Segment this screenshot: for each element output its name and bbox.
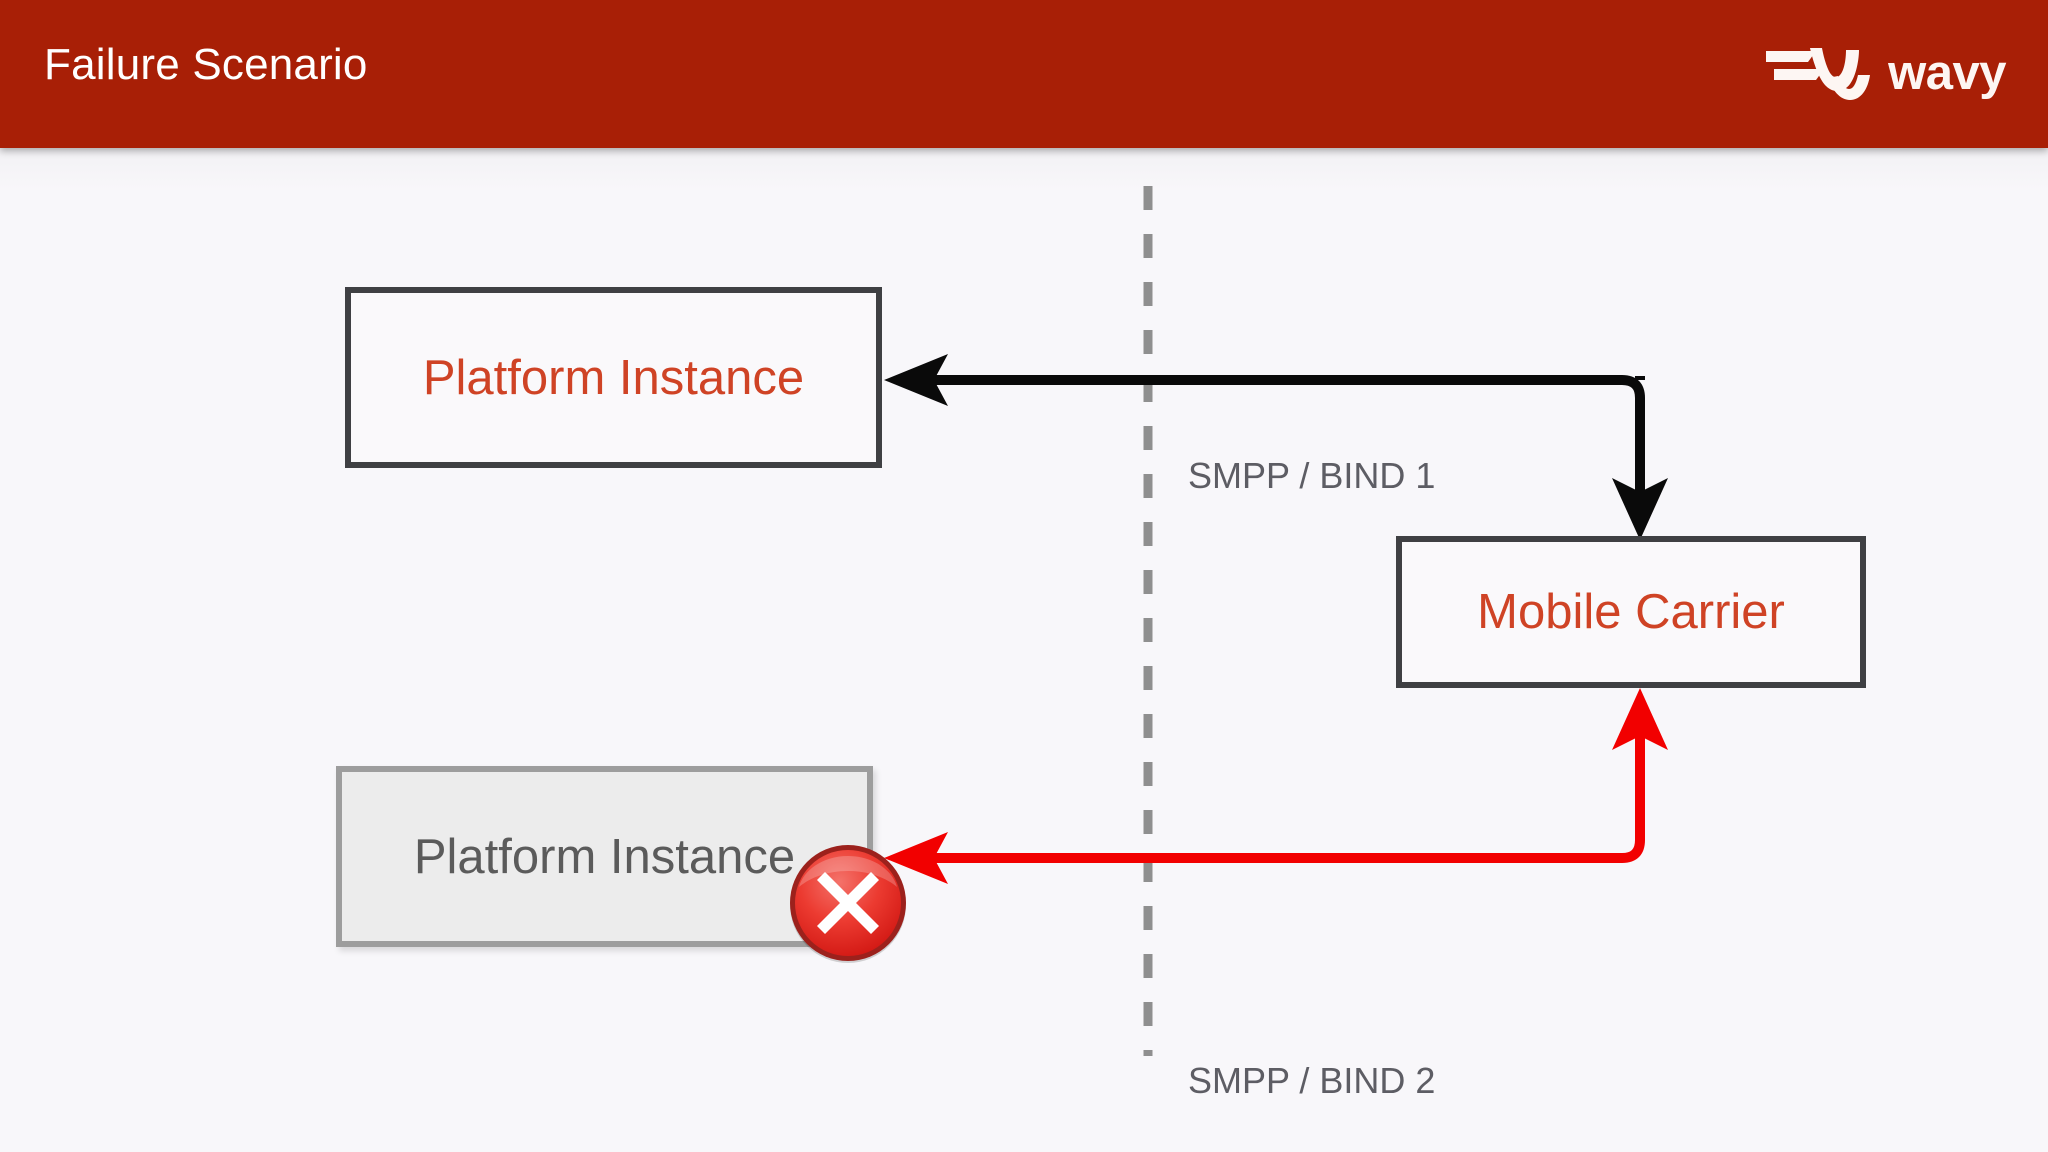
arrowhead-to-mobile-carrier-top xyxy=(1612,478,1668,540)
node-platform-instance-2-label: Platform Instance xyxy=(413,829,796,884)
arrowhead-to-mobile-carrier-bottom xyxy=(1612,688,1668,750)
error-cross-icon xyxy=(790,845,906,963)
diagram-connections-layer xyxy=(884,186,1668,1056)
brand-name: wavy xyxy=(1888,45,2006,100)
wavy-wing-logo-icon xyxy=(1766,48,1871,100)
connection-bind-2 xyxy=(884,688,1668,884)
connection-bind-1 xyxy=(884,354,1668,540)
node-platform-instance-2[interactable]: Platform Instance xyxy=(336,766,873,947)
node-platform-instance-1[interactable]: Platform Instance xyxy=(345,287,882,468)
diagram-canvas: Platform Instance Platform Instance Mobi… xyxy=(0,148,2048,1152)
node-mobile-carrier-label: Mobile Carrier xyxy=(1477,585,1785,639)
arrowhead-to-platform-instance-1 xyxy=(884,354,948,406)
page-title: Failure Scenario xyxy=(44,40,368,89)
arrowhead-to-platform-instance-2 xyxy=(884,832,948,884)
header-bar: Failure Scenario wavy xyxy=(0,0,2048,148)
edge-label-bind-1: SMPP / BIND 1 xyxy=(1188,455,1436,496)
node-mobile-carrier[interactable]: Mobile Carrier xyxy=(1396,536,1866,688)
node-platform-instance-1-label: Platform Instance xyxy=(422,350,805,405)
edge-label-bind-2: SMPP / BIND 2 xyxy=(1188,1060,1436,1101)
brand-logo: wavy xyxy=(1764,30,2006,116)
